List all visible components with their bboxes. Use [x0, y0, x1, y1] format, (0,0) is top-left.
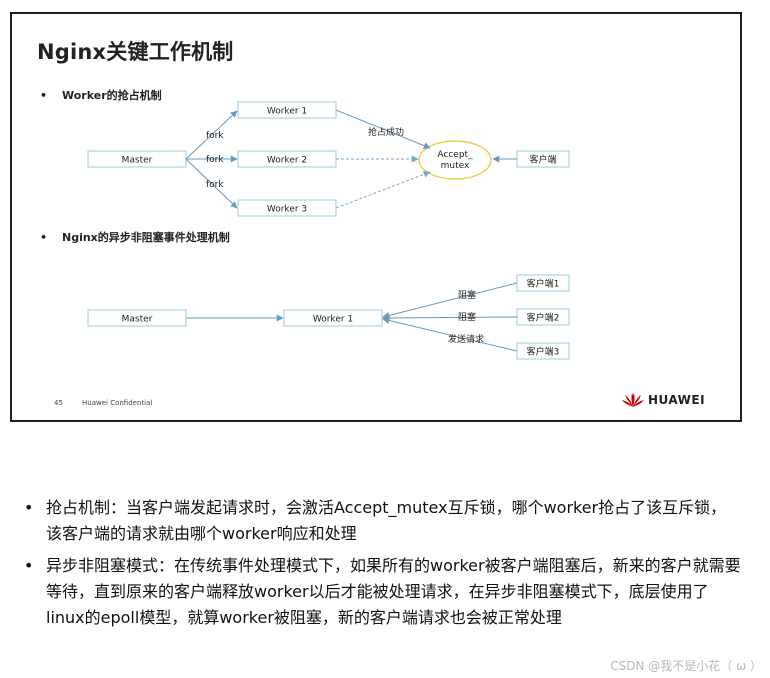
- bullet-dot: •: [40, 231, 48, 244]
- accept-mutex-label-2: mutex: [441, 161, 470, 171]
- bullet-worker-preempt-text: Worker的抢占机制: [62, 89, 162, 102]
- worker1-box-2: [283, 309, 383, 327]
- bullet-async: • Nginx的异步非阻塞事件处理机制: [40, 229, 230, 245]
- client3-arrow: [382, 317, 518, 352]
- diagram-preempt: Master Worker 1 Worker 2 Worker 3 fork f…: [87, 101, 570, 217]
- bullet-worker-preempt: • Worker的抢占机制: [40, 87, 162, 103]
- huawei-logo: HUAWEI: [622, 390, 705, 410]
- note-bullet: •: [24, 556, 34, 575]
- worker1-label: Worker 1: [267, 107, 307, 117]
- bullet-async-text: Nginx的异步非阻塞事件处理机制: [62, 231, 230, 244]
- fork-label-3: fork: [206, 180, 224, 190]
- worker1-mutex-arrow: [335, 109, 431, 149]
- footer-page-number: 45: [54, 399, 63, 407]
- huawei-flower-icon: [622, 393, 644, 407]
- block-label-2: 阻塞: [458, 311, 476, 323]
- note-preempt: • 抢占机制：当客户端发起请求时，会激活Accept_mutex互斥锁，哪个wo…: [22, 495, 742, 547]
- diagrams: Master Worker 1 Worker 2 Worker 3 fork f…: [87, 101, 570, 360]
- client3-label: 客户端3: [527, 346, 560, 358]
- worker1-label-2: Worker 1: [313, 315, 353, 325]
- notes-list: • 抢占机制：当客户端发起请求时，会激活Accept_mutex互斥锁，哪个wo…: [22, 495, 742, 637]
- footer-confidential: Huawei Confidential: [82, 399, 153, 407]
- worker3-label: Worker 3: [267, 205, 307, 215]
- huawei-logo-text: HUAWEI: [648, 393, 706, 407]
- fork-label-1: fork: [206, 131, 224, 141]
- note-async-text: 异步非阻塞模式：在传统事件处理模式下，如果所有的worker被客户端阻塞后，新来…: [46, 556, 741, 627]
- note-bullet: •: [24, 498, 34, 517]
- csdn-watermark: CSDN @我不是小花（ ω ）: [610, 659, 762, 673]
- client1-label: 客户端1: [527, 278, 560, 290]
- fork-label-2: fork: [206, 155, 224, 165]
- diagram-async: Master Worker 1 客户端1 客户端2 客户端3 阻塞 阻塞 发送请…: [87, 274, 570, 360]
- client2-arrow: [382, 314, 518, 322]
- slide: Nginx关键工作机制 • Worker的抢占机制 • Nginx的异步非阻塞事件处…: [10, 12, 742, 422]
- bullet-dot: •: [40, 89, 48, 102]
- client2-label: 客户端2: [527, 312, 560, 324]
- fork-arrow-1: [185, 110, 238, 160]
- master-label: Master: [122, 156, 153, 166]
- send-request-label: 发送请求: [448, 333, 484, 345]
- accept-mutex-label-1: Accept_: [437, 150, 473, 160]
- worker2-label: Worker 2: [267, 156, 307, 166]
- preempt-label: 抢占成功: [368, 126, 404, 138]
- worker3-mutex-arrow: [335, 170, 431, 209]
- note-async: • 异步非阻塞模式：在传统事件处理模式下，如果所有的worker被客户端阻塞后，…: [22, 553, 742, 631]
- accept-mutex-ellipse: [418, 140, 492, 180]
- client1-arrow: [382, 282, 518, 319]
- fork-arrow-3: [185, 158, 238, 209]
- note-preempt-text: 抢占机制：当客户端发起请求时，会激活Accept_mutex互斥锁，哪个work…: [46, 498, 727, 543]
- slide-title: Nginx关键工作机制: [37, 40, 234, 64]
- client-label: 客户端: [529, 154, 556, 166]
- block-label-1: 阻塞: [458, 289, 476, 301]
- master-label-2: Master: [122, 315, 153, 325]
